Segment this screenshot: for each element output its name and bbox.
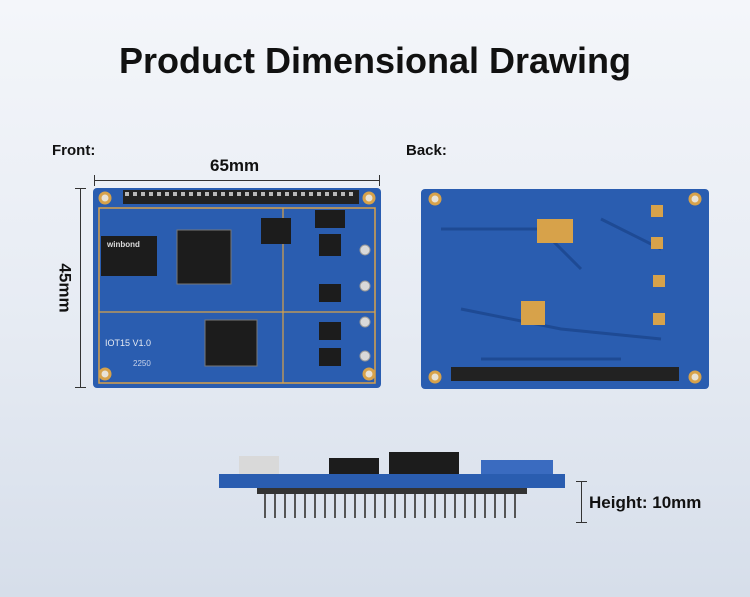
- length-dimension-label: 45mm: [55, 263, 75, 313]
- height-dimension-tick-top: [576, 481, 587, 482]
- front-board-image: winbond IOT15 V1.0 2250: [93, 188, 381, 388]
- back-label: Back:: [406, 142, 447, 159]
- length-dimension-tick-top: [75, 188, 86, 189]
- height-dimension-line: [581, 481, 582, 523]
- height-dimension-tick-bottom: [576, 522, 587, 523]
- width-dimension-tick-left: [94, 175, 95, 186]
- front-label: Front:: [52, 142, 96, 159]
- back-board-image: [421, 189, 709, 389]
- chip-brand-text: winbond: [106, 240, 140, 249]
- width-dimension-line: [94, 180, 380, 181]
- width-dimension-label: 65mm: [210, 156, 260, 175]
- width-dimension-tick-right: [379, 175, 380, 186]
- board-model-text: IOT15 V1.0: [105, 338, 151, 348]
- height-dimension-label: Height: 10mm: [589, 493, 702, 512]
- length-dimension-line: [80, 188, 81, 388]
- length-dimension-tick-bottom: [75, 387, 86, 388]
- page-title: Product Dimensional Drawing: [118, 40, 632, 81]
- side-board-image: [219, 452, 565, 518]
- board-marking-text: 2250: [133, 359, 151, 368]
